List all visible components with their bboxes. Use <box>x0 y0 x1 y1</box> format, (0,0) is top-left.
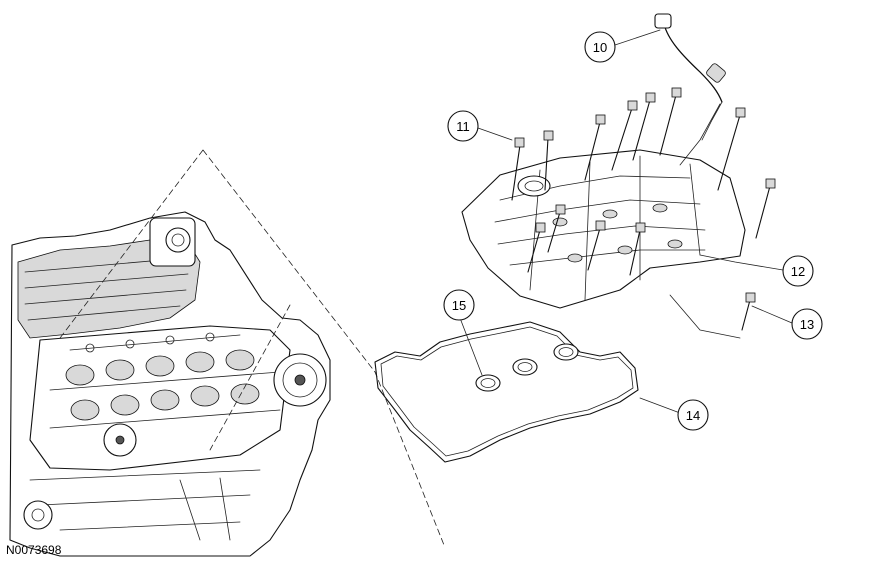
svg-text:15: 15 <box>452 298 466 313</box>
callout-15: 15 <box>443 289 475 321</box>
pcv-hose <box>654 13 726 141</box>
spark-plug-tube-seals <box>475 343 579 392</box>
callout-10: 10 <box>584 31 616 63</box>
callout-14: 14 <box>677 399 709 431</box>
svg-text:14: 14 <box>686 408 700 423</box>
callout-11: 11 <box>447 110 479 142</box>
svg-text:10: 10 <box>593 40 607 55</box>
svg-text:11: 11 <box>456 119 470 134</box>
figure-id-label: N0073698 <box>6 543 62 557</box>
cam-sprocket <box>273 353 327 407</box>
valve-cover-bolts <box>511 87 776 331</box>
detail-outline <box>59 149 445 546</box>
callout-12: 12 <box>782 255 814 287</box>
svg-text:12: 12 <box>791 264 805 279</box>
svg-text:13: 13 <box>800 317 814 332</box>
engine-assembly <box>9 211 331 557</box>
camshaft-lobes <box>65 349 260 421</box>
valve-cover-gasket <box>374 321 639 463</box>
callout-13: 13 <box>791 308 823 340</box>
leader-lines <box>459 29 793 414</box>
